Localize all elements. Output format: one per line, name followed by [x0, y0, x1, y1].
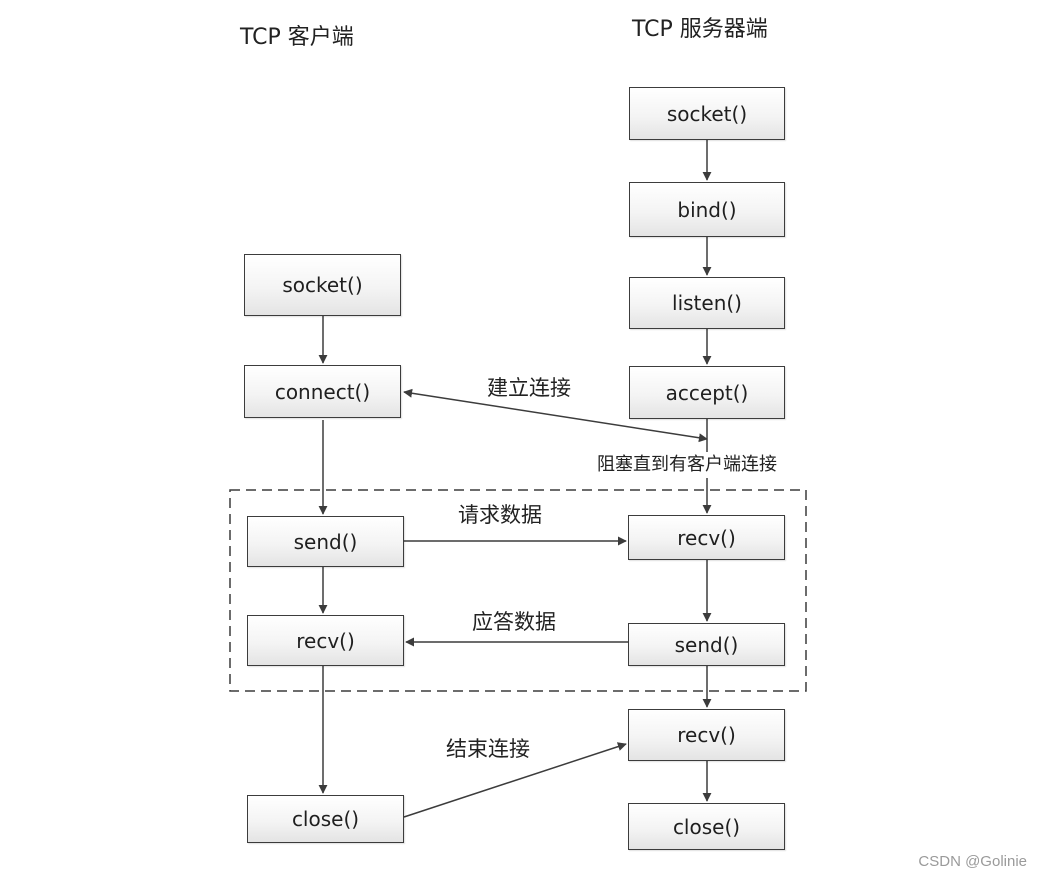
- client-connect-box: connect(): [244, 365, 401, 418]
- block-until-client-label: 阻塞直到有客户端连接: [597, 454, 777, 475]
- server-accept-box: accept(): [629, 366, 785, 419]
- client-send-box: send(): [247, 516, 404, 567]
- server-close-box: close(): [628, 803, 785, 850]
- arrow-establish-connection: [403, 388, 708, 443]
- server-socket-box: socket(): [629, 87, 785, 140]
- data-exchange-group-border: [229, 489, 807, 692]
- end-connection-label: 结束连接: [446, 737, 530, 761]
- response-data-label: 应答数据: [472, 610, 556, 634]
- request-data-label: 请求数据: [458, 503, 542, 527]
- server-heading: TCP 服务器端: [632, 17, 768, 42]
- server-recv-2-box: recv(): [628, 709, 785, 761]
- arrow-end-connection: [403, 742, 627, 818]
- establish-connection-label: 建立连接: [487, 376, 571, 400]
- server-send-box: send(): [628, 623, 785, 666]
- watermark: CSDN @Golinie: [918, 853, 1027, 870]
- server-listen-box: listen(): [629, 277, 785, 329]
- client-close-box: close(): [247, 795, 404, 843]
- server-recv-box: recv(): [628, 515, 785, 560]
- client-heading: TCP 客户端: [240, 25, 354, 50]
- client-recv-box: recv(): [247, 615, 404, 666]
- server-bind-box: bind(): [629, 182, 785, 237]
- client-socket-box: socket(): [244, 254, 401, 316]
